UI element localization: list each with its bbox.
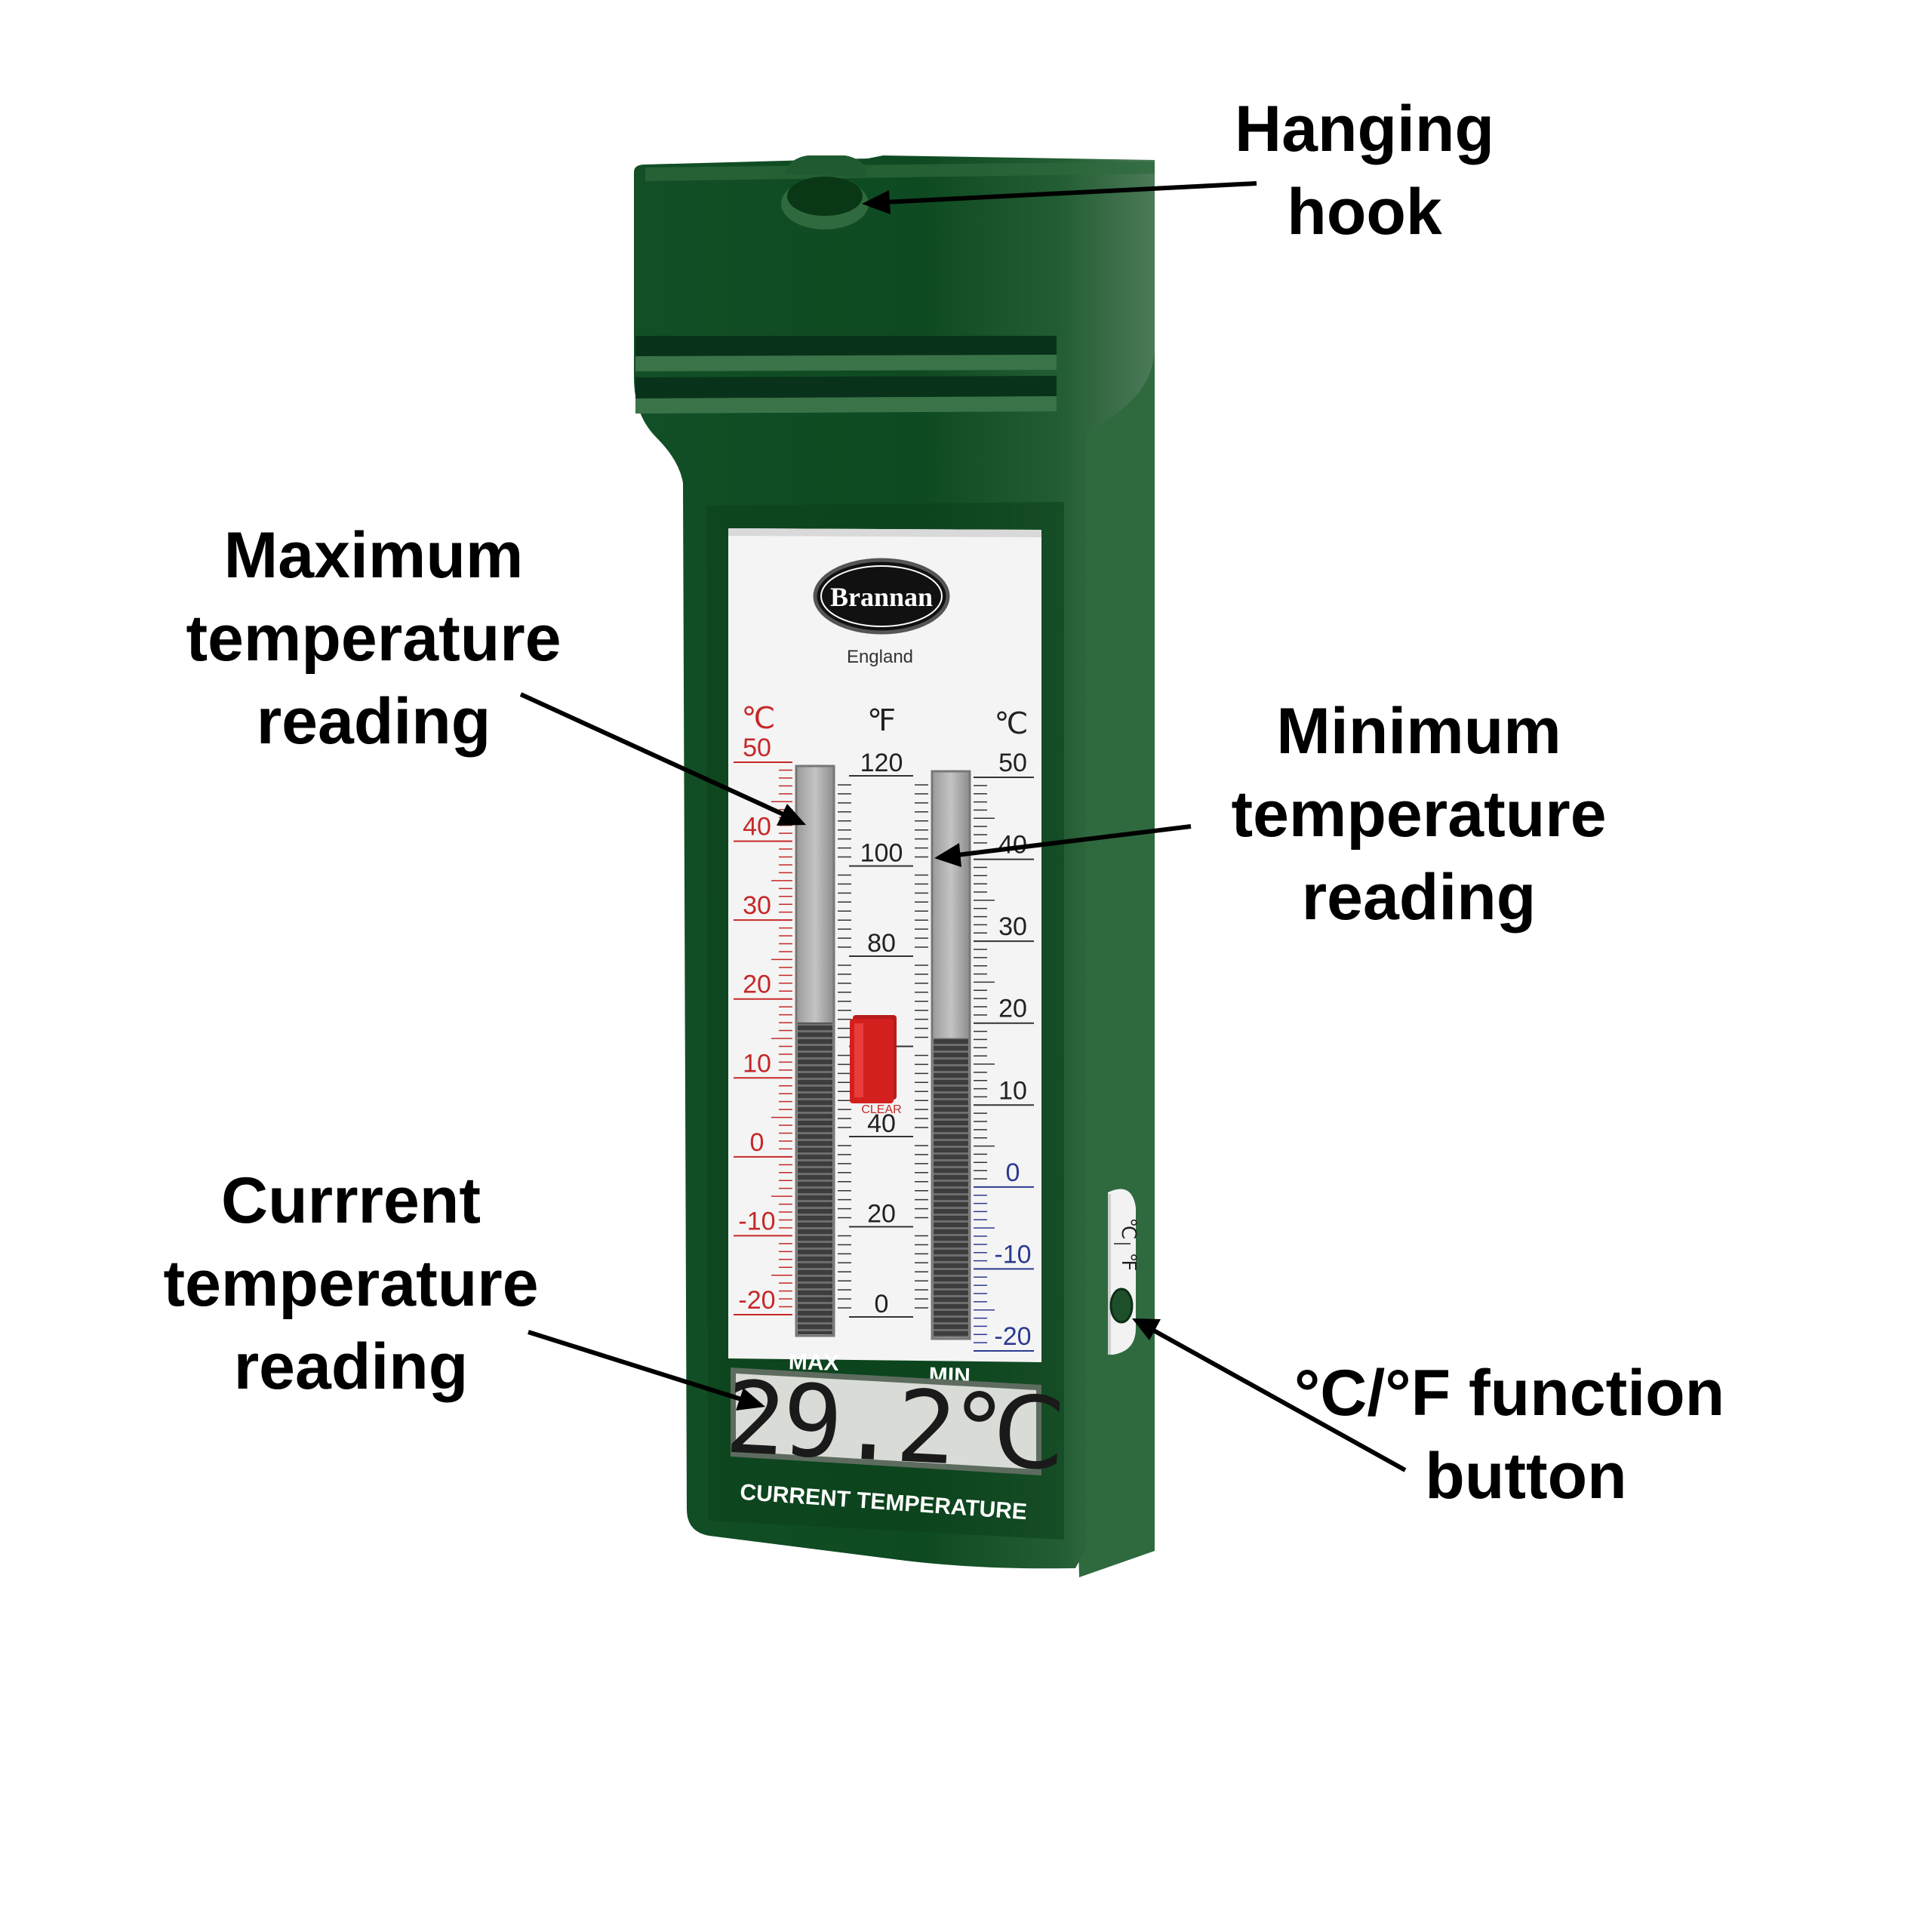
button-fahrenheit-label: ℉ xyxy=(1118,1253,1140,1272)
arrow-hanging-hook xyxy=(884,181,1257,205)
callout-line: Minimum xyxy=(1276,695,1561,768)
center-fahrenheit-scale: 120100806040200 xyxy=(838,749,928,1318)
hanging-hook xyxy=(781,155,869,229)
callout-line: Hanging xyxy=(1235,93,1494,165)
max-tube xyxy=(795,764,835,1337)
left-scale-label: 10 xyxy=(743,1049,771,1078)
left-scale-label: -10 xyxy=(738,1207,775,1235)
min-tube xyxy=(931,770,971,1340)
center-scale-label: 80 xyxy=(867,929,896,958)
center-scale-label: 20 xyxy=(867,1200,896,1229)
right-scale-label: 20 xyxy=(998,995,1027,1023)
arrowhead-current-reading xyxy=(736,1388,765,1411)
arrow-min-reading xyxy=(956,824,1192,857)
grip-grooves xyxy=(635,336,1057,414)
max-tube-liquid xyxy=(798,1022,832,1334)
left-scale-label: 30 xyxy=(743,891,771,920)
left-scale-label: 20 xyxy=(743,971,771,999)
callout-line: hook xyxy=(1287,176,1442,248)
left-scale-label: -20 xyxy=(738,1286,775,1315)
unit-toggle-button[interactable]: ℃ ℉ xyxy=(1109,1217,1140,1324)
callout-max-reading: Maximum temperature reading xyxy=(186,519,561,758)
callout-line: reading xyxy=(1302,861,1537,934)
right-scale-label: 0 xyxy=(1006,1158,1020,1187)
callout-current-reading: Currrent temperature reading xyxy=(163,1164,538,1403)
callout-line: temperature xyxy=(163,1247,538,1320)
center-unit-label: ℉ xyxy=(867,704,896,737)
callout-unit-button: °C/°F function button xyxy=(1294,1357,1724,1512)
callout-line: Maximum xyxy=(224,519,524,592)
center-scale-label: 40 xyxy=(867,1109,896,1138)
brand-name: Brannan xyxy=(830,582,933,612)
arrowhead-max-reading xyxy=(777,804,806,826)
left-scale-label: 40 xyxy=(743,813,771,841)
arrowhead-hanging-hook xyxy=(862,190,891,214)
left-scale-label: 50 xyxy=(743,734,771,762)
left-unit-label: ℃ xyxy=(742,702,776,735)
right-scale-label: 50 xyxy=(998,749,1027,777)
callout-line: Currrent xyxy=(221,1164,481,1237)
brand-logo: Brannan xyxy=(813,558,950,635)
right-unit-label: ℃ xyxy=(995,707,1029,740)
right-scale-label: -20 xyxy=(994,1322,1031,1351)
callout-line: temperature xyxy=(1231,778,1606,851)
clear-button-label: CLEAR xyxy=(861,1103,901,1116)
left-scale-label: 0 xyxy=(750,1128,764,1157)
callout-line: temperature xyxy=(186,602,561,675)
right-scale-label: 10 xyxy=(998,1076,1027,1105)
brand-origin: England xyxy=(847,647,913,667)
center-scale-label: 120 xyxy=(860,749,903,777)
callout-min-reading: Minimum temperature reading xyxy=(1231,695,1606,934)
left-celsius-scale: 50 40 30 20 10 0 -10 -20 xyxy=(734,734,792,1315)
arrow-current-reading xyxy=(528,1330,744,1402)
min-tube-liquid xyxy=(934,1038,968,1337)
lcd-current-value: 29.2℃ xyxy=(723,1359,1066,1493)
center-scale-label: 100 xyxy=(860,839,903,868)
arrowhead-min-reading xyxy=(934,843,961,867)
callout-line: reading xyxy=(234,1331,469,1403)
lcd-display: 29.2℃ xyxy=(723,1359,1066,1493)
arrow-max-reading xyxy=(519,692,786,817)
button-celsius-label: ℃ xyxy=(1118,1217,1140,1239)
right-scale-label: 30 xyxy=(998,912,1027,941)
center-scale-label: 0 xyxy=(875,1290,889,1318)
arrowhead-unit-button xyxy=(1132,1318,1161,1340)
button-knob[interactable] xyxy=(1109,1287,1134,1324)
clear-button[interactable] xyxy=(850,1015,897,1103)
unit-toggle-button-housing xyxy=(1108,1189,1136,1355)
callout-line: °C/°F function xyxy=(1294,1357,1724,1429)
right-scale-label: -10 xyxy=(994,1240,1031,1269)
callout-line: button xyxy=(1425,1440,1626,1512)
callout-hanging-hook: Hanging hook xyxy=(1235,93,1494,248)
callout-arrows xyxy=(519,181,1407,1472)
arrow-unit-button xyxy=(1151,1327,1407,1472)
callout-line: reading xyxy=(257,685,491,758)
